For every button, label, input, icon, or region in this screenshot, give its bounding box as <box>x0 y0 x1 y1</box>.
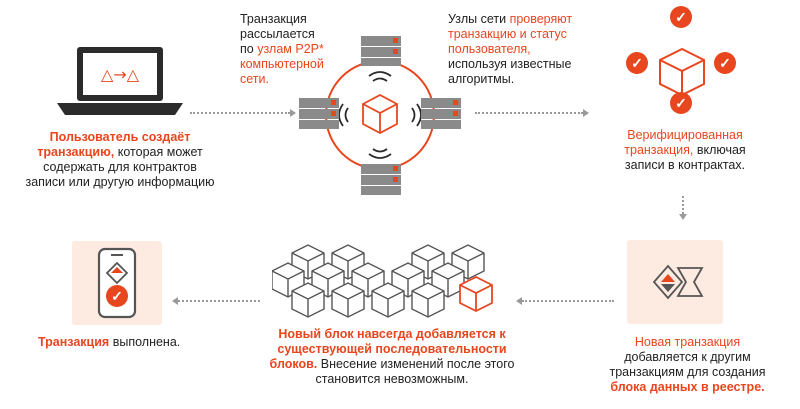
step3-plain3: алгоритмы. <box>448 72 515 86</box>
new-transaction-icon <box>652 264 704 300</box>
arrow-2-head <box>583 109 589 117</box>
arrow-3-head <box>679 214 687 220</box>
step2-line5: сети. <box>240 72 269 86</box>
server-top-icon <box>361 36 401 66</box>
step3-accent2: транзакцию и статус <box>448 27 567 41</box>
step5-plain: добавляется к другим транзакциям для соз… <box>609 350 766 379</box>
step1-accent: Пользователь создаёт транзакцию, <box>37 130 191 159</box>
arrow-1-head <box>290 109 296 117</box>
check-icon-left: ✓ <box>626 52 648 74</box>
step7-caption: Транзакция выполнена. <box>38 335 218 350</box>
step4-caption: Верифицированная транзакция, включая зап… <box>610 128 760 173</box>
smartphone-icon <box>97 247 137 319</box>
p2p-network-diagram <box>299 36 461 195</box>
transaction-glyphs-icon: △→△ <box>101 65 140 84</box>
step5-accent: Новая транзакция <box>634 335 741 349</box>
step6-accent: Новый блок навсегда добавляется к сущест… <box>269 327 507 371</box>
arrow-5-line <box>178 300 260 302</box>
arrow-2-line <box>475 112 583 114</box>
step3-plain1: Узлы сети <box>448 12 507 26</box>
step7-rest: выполнена. <box>112 335 181 349</box>
arrow-4-line <box>522 300 614 302</box>
arrow-4-head <box>516 297 522 305</box>
arrow-5-head <box>172 297 178 305</box>
check-icon-top: ✓ <box>670 6 692 28</box>
server-bottom-icon <box>361 164 401 195</box>
server-left-icon <box>299 98 339 129</box>
blockchain-blocks-icon <box>272 244 493 318</box>
step1-rest: которая может содержать для контрактов з… <box>25 145 215 189</box>
step3-caption: Узлы сети проверяют транзакцию и статус … <box>448 12 598 87</box>
signal-waves <box>338 71 422 159</box>
verified-cube-icon <box>659 47 705 97</box>
server-right-icon <box>421 98 461 129</box>
step3-plain2: используя известные <box>448 57 572 71</box>
step7-accent: Транзакция <box>38 335 110 349</box>
check-icon-right: ✓ <box>714 52 736 74</box>
step5-accent2: блока данных в реестре. <box>610 380 765 394</box>
step2-line3-plain: по <box>240 42 254 56</box>
phone-check-icon: ✓ <box>106 285 128 307</box>
step4-rest: включая записи в контрактах. <box>624 143 746 172</box>
laptop-icon: △→△ <box>57 47 183 115</box>
transaction-cube-icon <box>362 93 398 135</box>
step2-line2: рассылается <box>240 27 315 41</box>
check-icon-bottom: ✓ <box>670 92 692 114</box>
step2-line3-accent: узлам P2P* <box>257 42 324 56</box>
step1-caption: Пользователь создаёт транзакцию, которая… <box>25 130 215 190</box>
arrow-1-line <box>190 112 290 114</box>
step2-caption: Транзакция рассылается по узлам P2P* ком… <box>240 12 360 87</box>
step3-accent1: проверяют <box>509 12 573 26</box>
step2-line4: компьютерной <box>240 57 324 71</box>
step4-accent: Верифицированная транзакция, <box>624 128 743 157</box>
step6-caption: Новый блок навсегда добавляется к сущест… <box>258 327 526 387</box>
step3-accent3: пользователя, <box>448 42 531 56</box>
step6-rest: Внесение изменений после этого становитс… <box>315 357 515 386</box>
step5-caption: Новая транзакция добавляется к другим тр… <box>590 335 785 395</box>
step2-line1: Транзакция <box>240 12 307 26</box>
arrow-3-line <box>682 196 684 214</box>
